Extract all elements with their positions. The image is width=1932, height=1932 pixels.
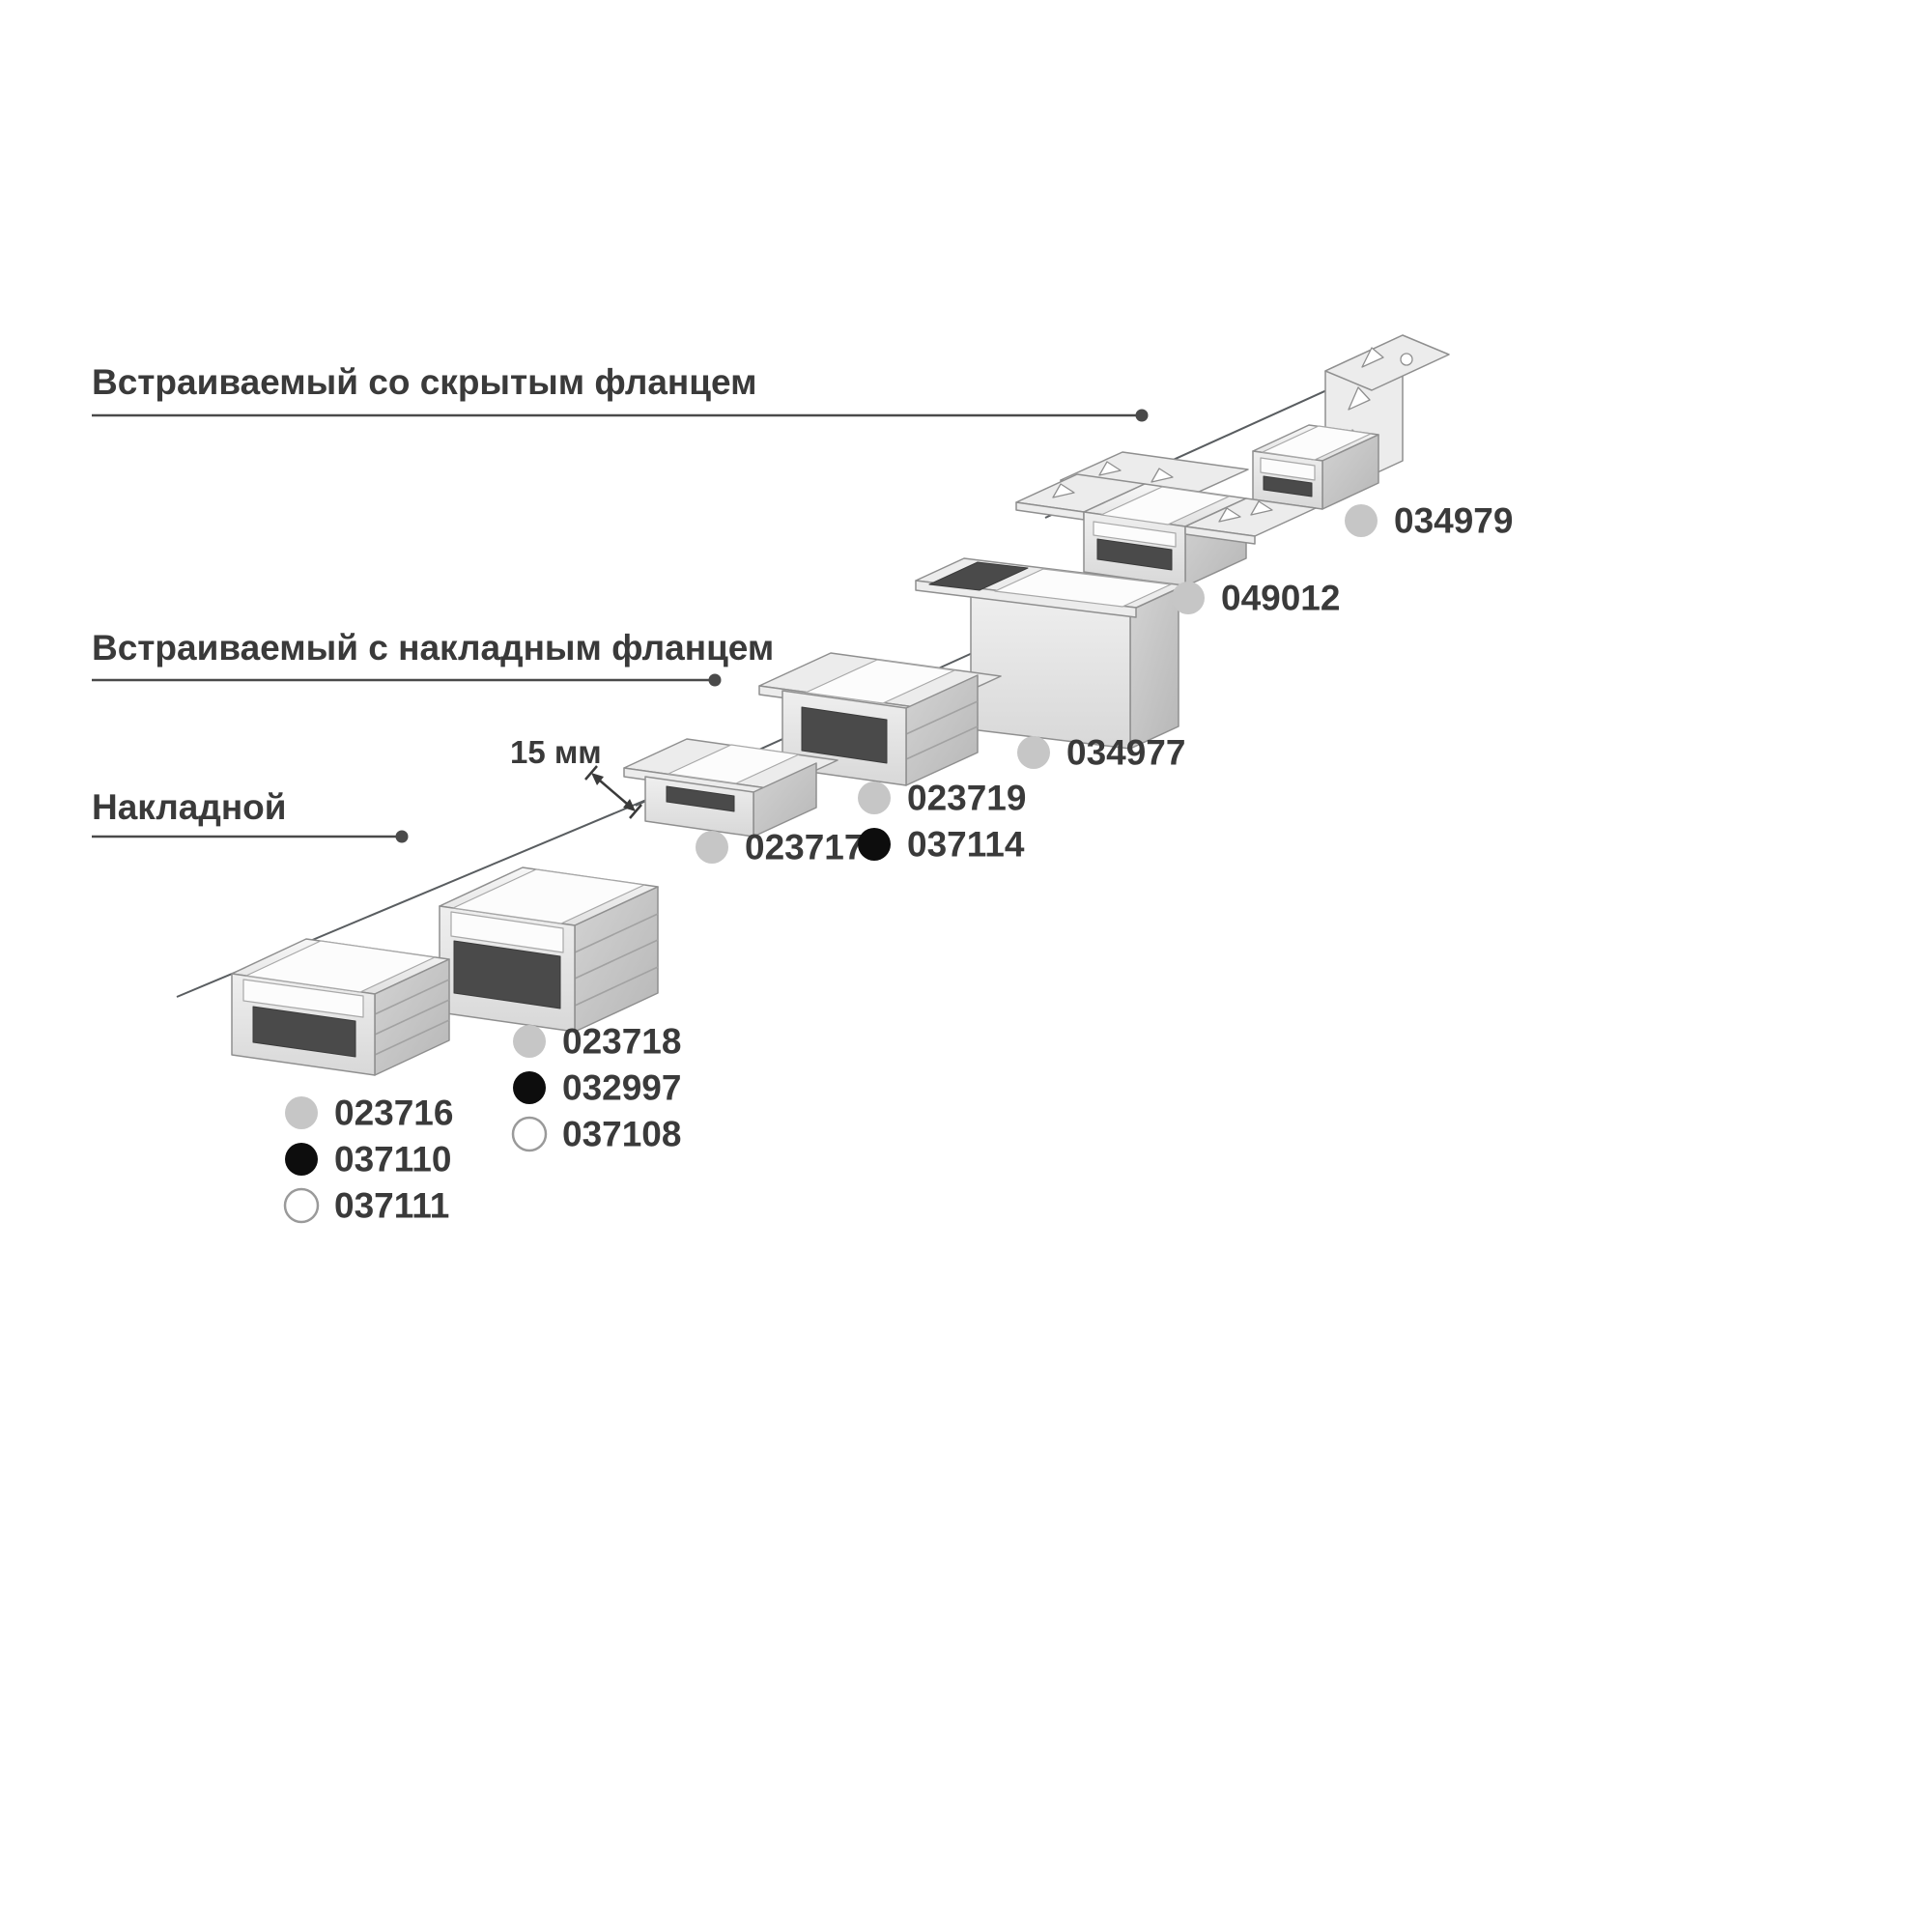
diffuser-top [245, 940, 436, 993]
category-label: Накладной [92, 787, 287, 827]
variant-dot-gray [696, 831, 728, 864]
side-ribs [574, 913, 659, 1007]
channel-slot [1096, 538, 1173, 571]
triangle-hole [1151, 468, 1174, 483]
side-ribs [374, 979, 450, 1056]
code-label: 049012 [1221, 579, 1340, 618]
right-wing-edge [1184, 526, 1256, 545]
code-label: 037111 [334, 1186, 449, 1226]
round-hole [1400, 353, 1413, 366]
code-label: 023718 [562, 1022, 681, 1062]
side-ribs [905, 700, 979, 760]
variant-dot-black [285, 1143, 318, 1176]
dimension-label: 15 мм [510, 734, 602, 770]
code-label: 023716 [334, 1094, 453, 1133]
channel-slot [252, 1006, 356, 1058]
code-label: 037114 [907, 825, 1025, 865]
variant-dot-gray [1172, 582, 1205, 614]
code-group-recessed-high: 023719 037114 [858, 779, 1026, 865]
top-flange-plate [1324, 334, 1450, 391]
underline-end-dot [1135, 409, 1149, 422]
variant-dot-white [511, 1116, 548, 1152]
dimension-tick [629, 804, 642, 819]
dimension-tick [584, 765, 598, 781]
diffuser-front [1093, 521, 1177, 548]
triangle-hole [1098, 461, 1122, 476]
code-label: 032997 [562, 1068, 681, 1108]
profile-render-023718 [439, 867, 659, 1033]
profile-render-034977 [915, 557, 1185, 750]
diffuser-front [1260, 457, 1316, 481]
profile-render-023719 [758, 652, 1002, 786]
profile-render-023716 [231, 938, 450, 1076]
variant-dot-gray [1017, 736, 1050, 769]
diffuser-top [1100, 486, 1230, 526]
channel-slot [453, 940, 561, 1009]
variant-dot-white [283, 1187, 320, 1224]
diffuser-top [1262, 425, 1372, 461]
channel-slot [801, 706, 888, 764]
dimension-15mm: 15 мм [510, 734, 642, 819]
diffuser-top [452, 868, 645, 924]
side-face [1129, 587, 1179, 750]
code-group-hidden-flange: 049012 [1172, 579, 1340, 618]
dimension-arrow-shaft [599, 780, 628, 805]
code-label: 034979 [1394, 501, 1513, 541]
category-hidden-flange: Встраиваемый со скрытым фланцем [92, 362, 1149, 422]
code-group-hidden-corner: 034979 [1345, 501, 1513, 541]
code-label: 023717 [745, 828, 864, 867]
variant-dot-gray [513, 1025, 546, 1058]
code-group-recessed-low: 023717 [696, 828, 864, 867]
code-group-surface-high: 023718 032997 037108 [511, 1022, 681, 1154]
code-label: 037108 [562, 1115, 681, 1154]
profile-render-049012 [1015, 451, 1317, 587]
category-surface-mounted: Накладной [92, 787, 409, 843]
dimension-arrow-head [591, 773, 604, 785]
underline-end-dot [395, 830, 409, 843]
profile-render-034979 [1252, 334, 1450, 510]
channel-slot [1263, 475, 1313, 497]
variant-dot-gray [285, 1096, 318, 1129]
triangle-hole [1250, 500, 1273, 516]
code-group-recessed-deep: 034977 [1017, 733, 1185, 773]
underline-end-dot [708, 673, 722, 687]
dimension-arrow-head [623, 799, 636, 811]
triangle-hole [1361, 347, 1384, 368]
variant-dot-black [513, 1071, 546, 1104]
category-label: Встраиваемый со скрытым фланцем [92, 362, 756, 402]
channel-slot [928, 561, 1029, 591]
code-group-surface-low: 023716 037110 037111 [283, 1094, 453, 1226]
category-surface-flange: Встраиваемый с накладным фланцем [92, 628, 774, 687]
variant-dot-black [858, 828, 891, 861]
variant-dot-gray [1345, 504, 1378, 537]
code-label: 023719 [907, 779, 1026, 818]
diffuser-top [805, 659, 955, 704]
profile-render-023717 [623, 738, 838, 838]
diffuser-top [668, 744, 800, 784]
variant-dot-gray [858, 781, 891, 814]
code-label: 037110 [334, 1140, 451, 1179]
diffuser-front [450, 911, 564, 953]
diffuser-front [242, 979, 364, 1018]
front-face [970, 590, 1131, 750]
triangle-hole [1052, 483, 1075, 498]
triangle-hole [1348, 386, 1371, 411]
code-label: 034977 [1066, 733, 1185, 773]
diffuser-top [994, 568, 1172, 608]
triangle-hole [1218, 507, 1241, 523]
category-label: Встраиваемый с накладным фланцем [92, 628, 774, 668]
channel-slot [666, 785, 735, 812]
